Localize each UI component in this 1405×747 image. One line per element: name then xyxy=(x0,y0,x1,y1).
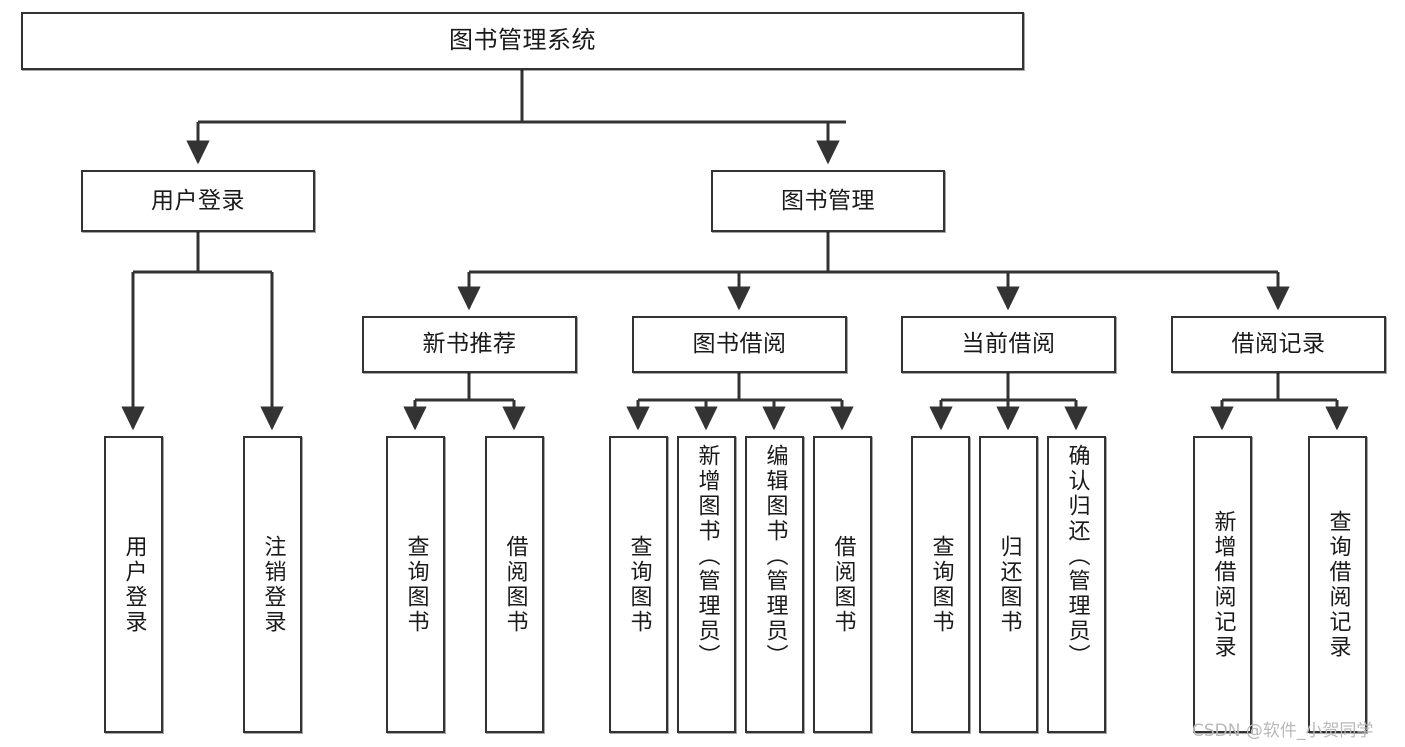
node-leaf-confirm-return-admin[interactable]: 确认归还（管理员） xyxy=(1047,436,1106,733)
node-leaf-borrow-query-book[interactable]: 查询图书 xyxy=(609,436,668,733)
node-leaf-borrow-query-book-label: 查询图书 xyxy=(626,534,652,635)
node-leaf-user-logout[interactable]: 注销登录 xyxy=(243,436,302,733)
node-leaf-rec-borrow-book-label: 借阅图书 xyxy=(502,534,528,635)
node-borrow-record-label: 借阅记录 xyxy=(1231,331,1326,358)
node-root-label: 图书管理系统 xyxy=(449,26,596,55)
node-book-borrow[interactable]: 图书借阅 xyxy=(632,316,847,373)
node-leaf-add-book-admin-label: 新增图书（管理员） xyxy=(694,444,720,669)
node-leaf-user-login[interactable]: 用户登录 xyxy=(104,436,163,733)
node-leaf-cur-query-book-label: 查询图书 xyxy=(928,534,954,635)
node-leaf-edit-book-admin-label: 编辑图书（管理员） xyxy=(762,444,788,669)
node-borrow-record[interactable]: 借阅记录 xyxy=(1171,316,1386,373)
node-leaf-user-login-label: 用户登录 xyxy=(121,534,147,635)
node-current-borrow[interactable]: 当前借阅 xyxy=(901,316,1116,373)
node-leaf-borrow-book[interactable]: 借阅图书 xyxy=(813,436,872,733)
node-current-borrow-label: 当前借阅 xyxy=(961,331,1056,358)
node-leaf-rec-query-book-label: 查询图书 xyxy=(403,534,429,635)
node-leaf-borrow-book-label: 借阅图书 xyxy=(830,534,856,635)
node-leaf-edit-book-admin[interactable]: 编辑图书（管理员） xyxy=(745,436,804,733)
node-leaf-add-borrow-record[interactable]: 新增借阅记录 xyxy=(1193,436,1252,733)
node-leaf-user-logout-label: 注销登录 xyxy=(260,534,286,635)
node-leaf-cur-query-book[interactable]: 查询图书 xyxy=(911,436,970,733)
node-user-login-label: 用户登录 xyxy=(151,187,245,214)
node-book-manage[interactable]: 图书管理 xyxy=(711,170,945,232)
csdn-watermark: CSDN @软件_小贺同学 xyxy=(1192,721,1374,741)
node-new-book-recommend-label: 新书推荐 xyxy=(422,331,517,358)
node-leaf-return-book[interactable]: 归还图书 xyxy=(979,436,1038,733)
node-root[interactable]: 图书管理系统 xyxy=(21,12,1024,70)
node-leaf-add-borrow-record-label: 新增借阅记录 xyxy=(1210,509,1236,660)
node-leaf-add-book-admin[interactable]: 新增图书（管理员） xyxy=(677,436,736,733)
node-user-login[interactable]: 用户登录 xyxy=(81,170,315,232)
node-leaf-query-borrow-record[interactable]: 查询借阅记录 xyxy=(1308,436,1367,733)
node-leaf-rec-borrow-book[interactable]: 借阅图书 xyxy=(485,436,544,733)
node-new-book-recommend[interactable]: 新书推荐 xyxy=(362,316,577,373)
node-leaf-return-book-label: 归还图书 xyxy=(996,534,1022,635)
node-leaf-query-borrow-record-label: 查询借阅记录 xyxy=(1325,509,1351,660)
node-leaf-confirm-return-admin-label: 确认归还（管理员） xyxy=(1064,444,1090,669)
node-book-manage-label: 图书管理 xyxy=(781,187,875,214)
node-book-borrow-label: 图书借阅 xyxy=(692,331,787,358)
node-leaf-rec-query-book[interactable]: 查询图书 xyxy=(386,436,445,733)
